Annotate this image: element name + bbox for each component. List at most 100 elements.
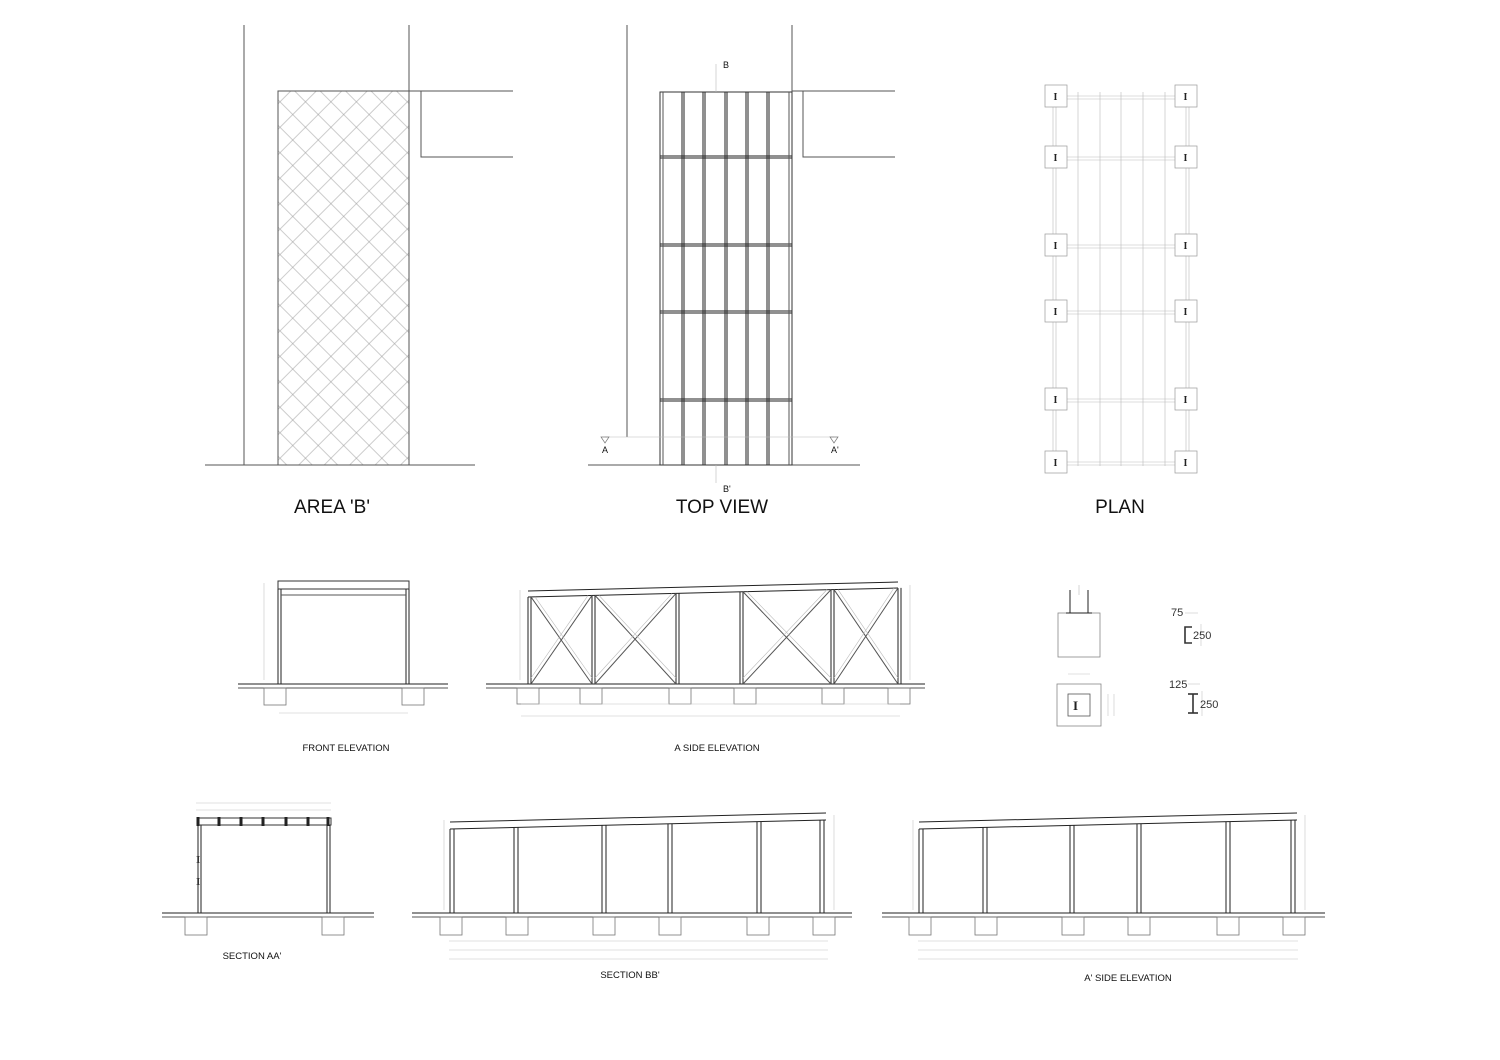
footing: [974, 916, 998, 936]
channel-depth-dim: 250: [1193, 630, 1211, 642]
footing: [505, 916, 529, 936]
footing: [321, 916, 345, 936]
footing: [1044, 84, 1068, 108]
plan-grid: [1052, 92, 1190, 468]
base-block: [1057, 612, 1101, 658]
i-section-icon: I: [196, 876, 200, 888]
roof-line: [449, 812, 827, 823]
bracing-bays: [516, 585, 911, 705]
member-details: I 75 250 125 250: [1056, 585, 1218, 727]
cross-brace: [530, 595, 593, 685]
footing: [592, 916, 616, 936]
frame-columns: [908, 815, 1306, 936]
frame-columns: [439, 815, 836, 936]
footing: [516, 687, 540, 705]
footing: [1044, 450, 1068, 474]
footing: [439, 916, 463, 936]
footing: [1061, 916, 1085, 936]
footing: [658, 916, 682, 936]
purlin: [284, 817, 288, 826]
ledge-outline: [420, 91, 513, 158]
base-plan: [1056, 683, 1102, 727]
roof-line: [527, 587, 899, 598]
section-aa: I I: [162, 802, 374, 936]
front-elevation: [238, 580, 448, 714]
footing: [1174, 450, 1198, 474]
i-section-icon: I: [1054, 241, 1058, 252]
footing: [746, 916, 770, 936]
i-section-icon: I: [196, 854, 200, 866]
roof-line: [918, 812, 1298, 823]
view-title-area-b: AREA 'B': [294, 497, 370, 518]
footing: [1174, 299, 1198, 323]
section-arrow: [829, 436, 839, 444]
cross-brace: [534, 596, 593, 679]
footing: [1044, 299, 1068, 323]
footing: [579, 687, 603, 705]
i-section-icon: I: [1054, 92, 1058, 103]
section-mark-a-prime: A': [831, 445, 839, 455]
view-title-plan: PLAN: [1095, 497, 1145, 518]
view-title-section-bb: SECTION BB': [600, 970, 660, 981]
footing: [1044, 233, 1068, 257]
cross-brace: [746, 591, 832, 679]
i-section-icon: I: [1054, 458, 1058, 469]
i-section-icon: I: [1073, 698, 1078, 713]
view-title-a-side-elevation: A SIDE ELEVATION: [674, 743, 759, 754]
footing: [821, 687, 845, 705]
footing: [1282, 916, 1306, 936]
view-title-top-view: TOP VIEW: [676, 497, 768, 518]
frame-outline: [659, 91, 793, 466]
view-title-a-prime-side-elevation: A' SIDE ELEVATION: [1084, 973, 1172, 984]
roof-line: [449, 819, 827, 830]
channel-section-icon: [1184, 626, 1192, 644]
footing: [1174, 387, 1198, 411]
i-beam-section-icon: [1188, 693, 1198, 714]
footing: [1044, 387, 1068, 411]
cross-brace: [833, 587, 895, 679]
footing: [908, 916, 932, 936]
footing: [733, 687, 757, 705]
footing: [812, 916, 836, 936]
footing: [1174, 233, 1198, 257]
channel-flange-dim: 75: [1171, 607, 1183, 619]
beam-depth-dim: 250: [1200, 699, 1218, 711]
footing: [401, 687, 425, 706]
footing: [1174, 84, 1198, 108]
cross-brace: [594, 595, 677, 685]
footing: [1216, 916, 1240, 936]
footing: [1044, 145, 1068, 169]
cross-brace: [598, 595, 677, 679]
section-bb: [412, 812, 852, 960]
footing: [184, 916, 208, 936]
i-section-icon: I: [1184, 92, 1188, 103]
cross-brace: [594, 593, 677, 685]
section-mark-b-prime: B': [723, 484, 731, 494]
purlin: [239, 817, 243, 826]
cross-brace: [837, 589, 899, 679]
view-title-front-elevation: FRONT ELEVATION: [302, 743, 389, 754]
purlin: [326, 817, 330, 826]
a-prime-side-elevation: [882, 812, 1325, 960]
cross-brace: [742, 589, 828, 679]
frame-grid: [659, 91, 793, 466]
footing: [887, 687, 911, 705]
section-mark-b: B: [723, 60, 729, 70]
top-view: B B' A A': [588, 25, 895, 494]
roof-line: [918, 819, 1298, 830]
i-section-icon: I: [1184, 153, 1188, 164]
section-mark-a: A: [602, 445, 608, 455]
purlins: [196, 817, 330, 826]
roof-beam: [277, 580, 410, 590]
purlin: [217, 817, 221, 826]
cross-brace: [742, 591, 832, 685]
i-section-icon: I: [1184, 458, 1188, 469]
i-section-icon: I: [1054, 395, 1058, 406]
footing: [1174, 145, 1198, 169]
i-section-icon: I: [1184, 241, 1188, 252]
purlin: [261, 817, 265, 826]
view-title-section-aa: SECTION AA': [223, 951, 282, 962]
cross-brace: [742, 589, 832, 685]
